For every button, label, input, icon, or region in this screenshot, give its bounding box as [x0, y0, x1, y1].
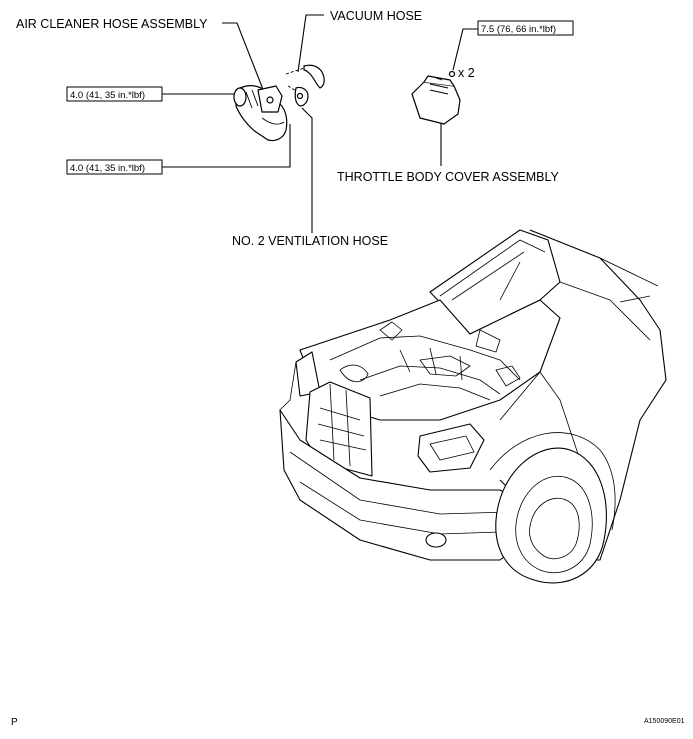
figure-id: A150090E01	[644, 718, 685, 725]
front-wheel	[489, 432, 616, 584]
ventilation-hose-label: NO. 2 VENTILATION HOSE	[232, 234, 388, 248]
quantity-label: x 2	[458, 66, 475, 80]
vacuum-hose-drawing	[285, 64, 325, 107]
throttle-body-cover-drawing	[411, 70, 461, 125]
torque-throttle-text: 7.5 (76, 66 in.*lbf)	[481, 24, 556, 35]
leader-lines	[162, 14, 478, 233]
vacuum-hose-label: VACUUM HOSE	[330, 9, 422, 23]
footer-left-mark: P	[11, 717, 18, 728]
bolt-icon	[448, 70, 456, 78]
air-cleaner-hose-drawing	[233, 85, 288, 142]
torque-box-upper: 4.0 (41, 35 in.*lbf)	[66, 86, 163, 102]
throttle-body-cover-label: THROTTLE BODY COVER ASSEMBLY	[337, 170, 559, 184]
torque-lower-text: 4.0 (41, 35 in.*lbf)	[70, 163, 145, 174]
torque-box-lower: 4.0 (41, 35 in.*lbf)	[66, 159, 163, 175]
air-cleaner-hose-label: AIR CLEANER HOSE ASSEMBLY	[16, 17, 208, 31]
torque-upper-text: 4.0 (41, 35 in.*lbf)	[70, 90, 145, 101]
truck-illustration	[279, 229, 667, 584]
torque-box-throttle: 7.5 (76, 66 in.*lbf)	[477, 20, 574, 36]
